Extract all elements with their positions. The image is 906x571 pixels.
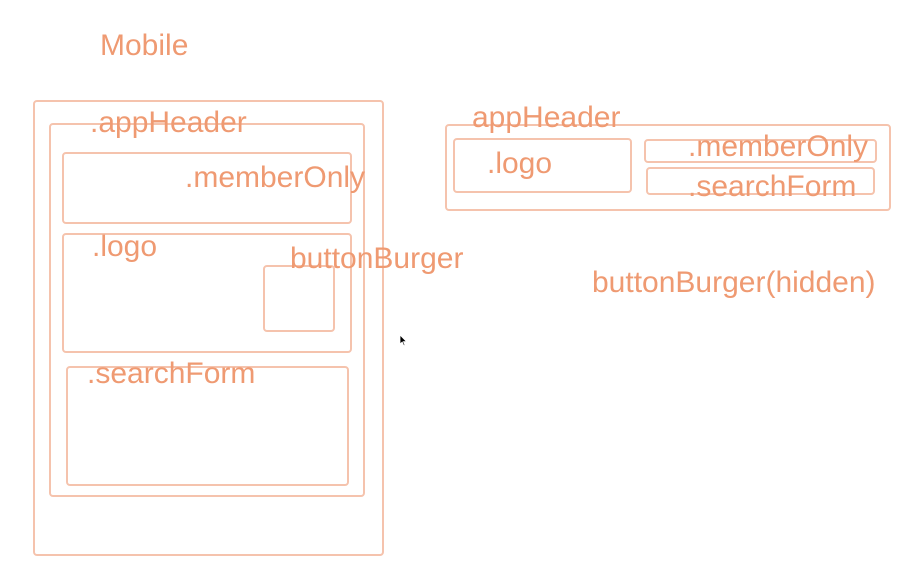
mobile-button-burger-box (263, 265, 335, 332)
mobile-title: Mobile (100, 29, 189, 62)
desktop-app-header-label: appHeader (472, 101, 621, 134)
mobile-device-frame (33, 100, 384, 556)
mobile-member-only-label: .memberOnly (185, 161, 366, 194)
mouse-pointer-icon (399, 334, 408, 347)
desktop-logo-label: .logo (487, 147, 553, 180)
mobile-app-header-box (49, 123, 365, 497)
desktop-button-burger-label: buttonBurger(hidden) (592, 266, 876, 299)
mobile-logo-label: .logo (92, 230, 158, 263)
desktop-logo-box (453, 138, 632, 193)
mobile-search-form-box (66, 366, 349, 486)
mobile-search-form-label: .searchForm (87, 357, 256, 390)
mobile-button-burger-label: buttonBurger (290, 242, 464, 275)
desktop-search-form-box (646, 167, 875, 195)
desktop-member-only-label: .memberOnly (688, 130, 869, 163)
mobile-member-only-box (62, 152, 352, 224)
mobile-app-header-label: .appHeader (90, 106, 247, 139)
mobile-logo-box (62, 233, 352, 353)
desktop-search-form-label: .searchForm (688, 170, 857, 203)
desktop-app-header-box (445, 124, 891, 211)
desktop-member-only-box (644, 139, 877, 163)
